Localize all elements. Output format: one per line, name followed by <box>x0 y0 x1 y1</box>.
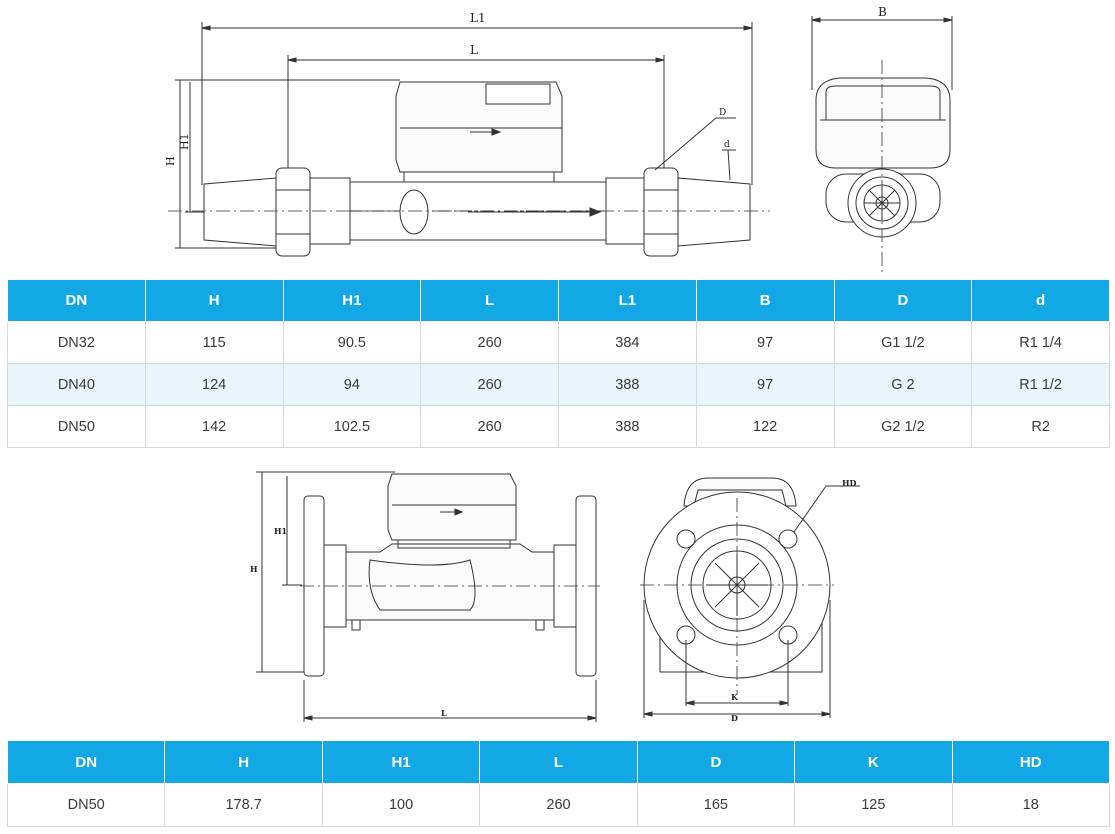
table-cell: 178.7 <box>164 783 323 827</box>
table-header-row: DN H H1 L D K HD <box>6 740 1111 784</box>
table-cell: G 2 <box>833 363 973 406</box>
dim-label-L: L <box>441 708 447 718</box>
dim-label-L1: L1 <box>470 11 486 25</box>
table-cell: 18 <box>951 783 1111 827</box>
table-cell: 100 <box>321 783 481 827</box>
dim-label-L: L <box>470 43 478 57</box>
table-cell: 142 <box>144 405 284 448</box>
threaded-meter-side-view: L1 L H H1 D d <box>164 11 770 257</box>
table-cell: DN40 <box>7 363 146 406</box>
table-row: DN40 124 94 260 388 97 G 2 R1 1/2 <box>7 363 1110 406</box>
header-cell: B <box>695 279 835 322</box>
table-cell: 124 <box>144 363 284 406</box>
header-cell: L <box>479 740 638 784</box>
table-cell: 97 <box>695 363 835 406</box>
table-row: DN32 115 90.5 260 384 97 G1 1/2 R1 1/4 <box>7 321 1110 364</box>
table-cell: 388 <box>558 405 697 448</box>
flanged-meter-end-view: HD K D <box>640 477 860 723</box>
table-cell: 260 <box>420 405 559 448</box>
dim-label-H1: H1 <box>274 526 287 536</box>
table-cell: 388 <box>558 363 697 406</box>
header-cell: H <box>164 740 323 784</box>
header-cell: H1 <box>321 740 481 784</box>
table-cell: 90.5 <box>282 321 422 364</box>
table-cell: 384 <box>558 321 697 364</box>
table-cell: R1 1/2 <box>971 363 1110 406</box>
table-cell: 260 <box>479 783 638 827</box>
header-cell: K <box>794 740 953 784</box>
threaded-spec-table: DN H H1 L L1 B D d DN32 115 90.5 260 384… <box>7 279 1110 448</box>
table-cell: DN50 <box>7 405 146 448</box>
dim-label-D: D <box>731 713 738 723</box>
table-cell: DN32 <box>7 321 146 364</box>
table-header-row: DN H H1 L L1 B D d <box>7 279 1110 322</box>
table-cell: DN50 <box>6 783 166 827</box>
table-cell: G1 1/2 <box>833 321 973 364</box>
table-cell: 122 <box>695 405 835 448</box>
header-cell: D <box>833 279 973 322</box>
header-cell: L <box>420 279 559 322</box>
header-cell: L1 <box>558 279 697 322</box>
header-cell: H <box>144 279 284 322</box>
flanged-meter-side-view: H H1 L <box>250 471 600 722</box>
table-cell: 125 <box>794 783 953 827</box>
header-cell: HD <box>951 740 1111 784</box>
header-cell: d <box>971 279 1110 322</box>
table-cell: 260 <box>420 321 559 364</box>
table-cell: 165 <box>636 783 796 827</box>
table-row: DN50 178.7 100 260 165 125 18 <box>6 783 1111 827</box>
table-cell: 260 <box>420 363 559 406</box>
table-cell: 97 <box>695 321 835 364</box>
dim-label-K: K <box>731 692 739 702</box>
table-cell: G2 1/2 <box>833 405 973 448</box>
table-cell: 102.5 <box>282 405 422 448</box>
header-cell: H1 <box>282 279 422 322</box>
threaded-meter-end-view: B <box>811 5 953 272</box>
table-cell: R1 1/4 <box>971 321 1110 364</box>
dim-label-D: D <box>719 108 726 118</box>
dim-label-B: B <box>878 5 887 19</box>
dim-label-H: H <box>164 156 177 166</box>
dim-label-H: H <box>250 564 258 574</box>
dim-label-HD: HD <box>842 478 857 488</box>
flanged-spec-table: DN H H1 L D K HD DN50 178.7 100 260 165 … <box>6 740 1111 827</box>
table-cell: R2 <box>971 405 1110 448</box>
table-cell: 94 <box>282 363 422 406</box>
table-cell: 115 <box>144 321 284 364</box>
header-cell: D <box>636 740 796 784</box>
dim-label-H1: H1 <box>178 133 191 150</box>
table-row: DN50 142 102.5 260 388 122 G2 1/2 R2 <box>7 405 1110 448</box>
header-cell: DN <box>6 740 166 784</box>
dim-label-d: d <box>724 140 730 150</box>
header-cell: DN <box>7 279 146 322</box>
